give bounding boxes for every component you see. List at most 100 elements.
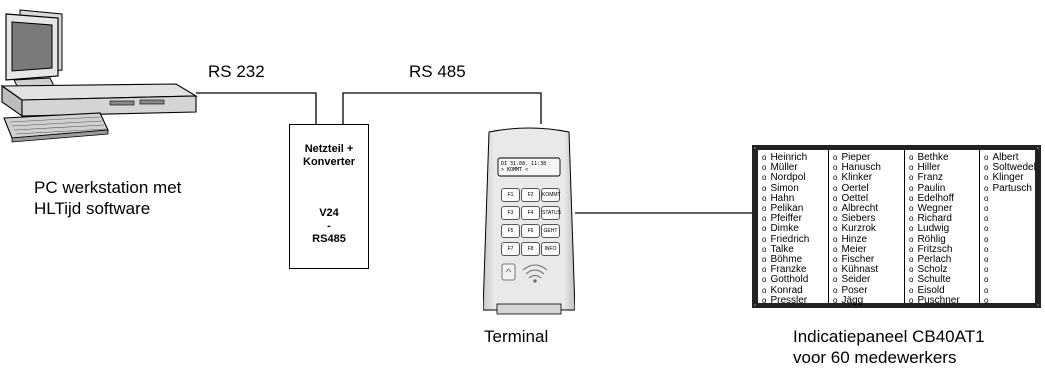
indicator-lamp-icon: o [984, 234, 989, 244]
indicator-lamp-icon: o [984, 265, 989, 275]
panel-entry: o [984, 203, 992, 214]
key-f7[interactable]: F7 [501, 242, 520, 256]
employee-name: Pieper [841, 152, 871, 163]
indicator-lamp-icon: o [984, 285, 989, 295]
employee-name: Pelikan [770, 203, 804, 214]
indicator-lamp-icon: o [984, 295, 989, 305]
key-f3[interactable]: F3 [501, 206, 520, 220]
key-kommt[interactable]: KOMMT [541, 188, 561, 202]
indicator-lamp-icon: o [909, 153, 914, 162]
employee-name: Franzke [770, 264, 807, 276]
indicator-lamp-icon: o [909, 204, 914, 213]
indicator-lamp-icon: o [909, 234, 914, 244]
employee-name: Konrad [770, 284, 803, 296]
panel-caption-line2: voor 60 medewerkers [793, 348, 957, 367]
employee-name: Wegner [917, 203, 953, 214]
indicator-lamp-icon: o [909, 285, 914, 295]
indicator-lamp-icon: o [833, 193, 838, 203]
indicator-lamp-icon: o [762, 244, 767, 254]
converter-line2: Konverter [303, 156, 355, 168]
indicator-lamp-icon: o [762, 214, 767, 224]
panel-entry: o [984, 223, 992, 234]
employee-name: Klinger [992, 172, 1024, 184]
employee-name: Hanusch [841, 162, 881, 174]
indicator-lamp-icon: o [762, 275, 767, 285]
employee-name: Gotthold [770, 274, 809, 286]
employee-name: Nordpol [770, 172, 806, 184]
pc-caption-line1: PC werkstation met [34, 178, 182, 197]
panel-entry: o [984, 234, 992, 245]
employee-name: Kühnast [841, 264, 879, 276]
indicator-lamp-icon: o [762, 153, 767, 162]
key-f8[interactable]: F8 [521, 242, 540, 256]
employee-name: Albert [992, 152, 1019, 163]
indicator-lamp-icon: o [984, 183, 989, 193]
rs232-cable [196, 92, 317, 124]
converter-line1: Netzteil + [304, 143, 354, 155]
panel-entry: o [984, 193, 992, 204]
employee-name: Eisold [917, 284, 945, 296]
employee-name: Edelhoff [917, 192, 954, 204]
indicator-lamp-icon: o [762, 224, 767, 234]
employee-name: Fischer [841, 254, 875, 265]
converter-box: Netzteil + Konverter V24 - RS485 [289, 124, 369, 269]
contactless-reader-icon [522, 264, 548, 283]
indicator-lamp-icon: o [909, 173, 914, 183]
rs485-label: RS 485 [409, 62, 466, 81]
indicator-lamp-icon: o [762, 265, 767, 275]
employee-name: Franz [917, 172, 944, 184]
indicator-lamp-icon: o [762, 295, 767, 305]
indicator-lamp-icon: o [833, 173, 838, 183]
screen-line1: DI 31.08. 11:38 [501, 161, 547, 167]
key-f4[interactable]: F4 [521, 206, 540, 220]
employee-name: Hiller [917, 162, 941, 174]
employee-name: Albrecht [841, 203, 879, 214]
employee-name: Hinze [841, 233, 868, 245]
employee-name: Puschner [917, 294, 960, 306]
indicator-lamp-icon: o [909, 163, 914, 173]
indicator-lamp-icon: o [909, 214, 914, 224]
indicator-lamp-icon: o [833, 285, 838, 295]
indicator-lamp-icon: o [762, 204, 767, 213]
panel-entry: o [984, 285, 992, 296]
employee-name: Poser [841, 284, 868, 296]
key-f1[interactable]: F1 [501, 188, 520, 202]
indicator-lamp-icon: o [984, 163, 989, 173]
employee-name: Böhme [770, 254, 803, 265]
key-geht[interactable]: GEHT [541, 224, 560, 238]
employee-name: Röhlig [917, 233, 946, 245]
indicator-lamp-icon: o [762, 183, 767, 193]
key-f6[interactable]: F6 [521, 224, 540, 238]
key-f2[interactable]: F2 [521, 188, 540, 202]
employee-name: Fritzsch [917, 243, 953, 255]
key-status[interactable]: STATUS [541, 206, 561, 220]
key-f5[interactable]: F5 [501, 224, 520, 238]
screen-line2: > KOMMT < [501, 167, 529, 173]
employee-name: Heinrich [770, 152, 808, 163]
key-info[interactable]: INFO [541, 242, 560, 256]
rs232-label: RS 232 [208, 62, 265, 81]
indicator-lamp-icon: o [909, 183, 914, 193]
employee-name: Partusch [992, 182, 1032, 194]
indicator-lamp-icon: o [909, 255, 914, 264]
